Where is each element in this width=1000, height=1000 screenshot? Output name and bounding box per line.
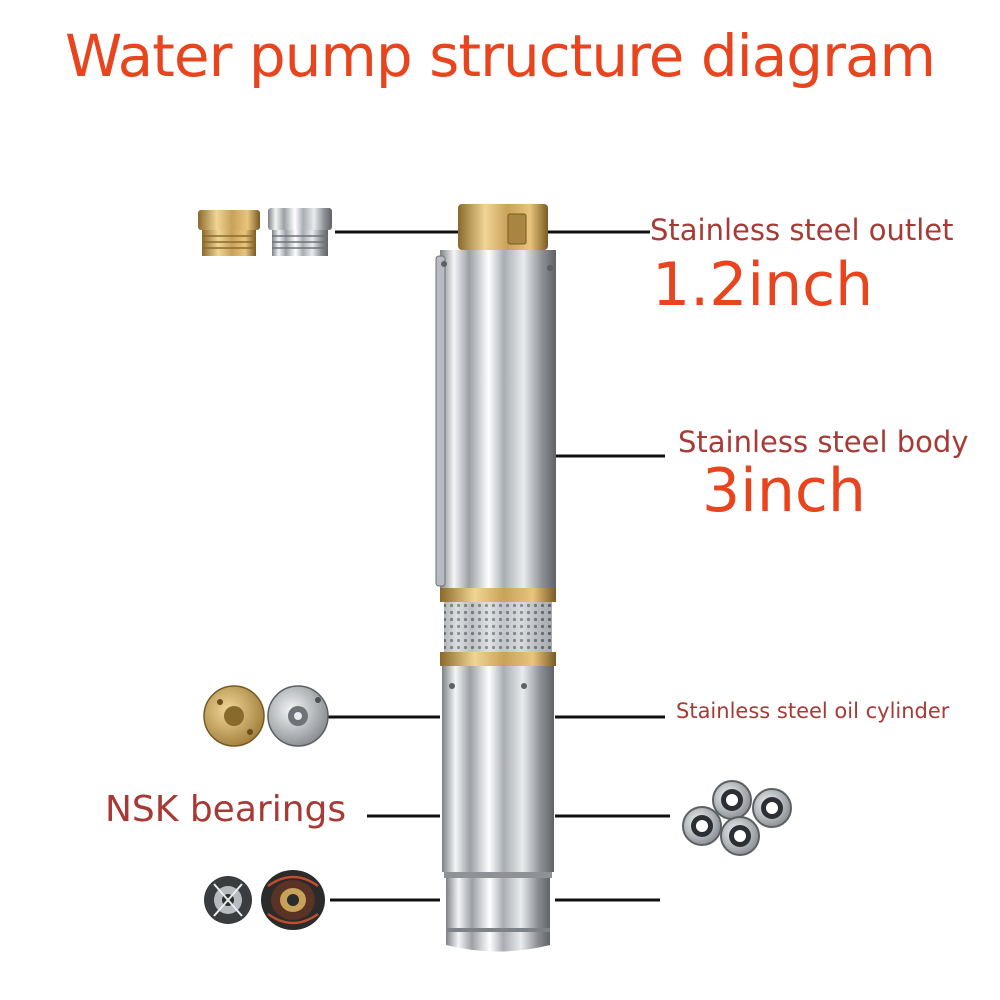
brass-oil-cap-icon [203, 685, 265, 747]
pump-body [435, 204, 556, 952]
outlet-cap-slot [507, 213, 527, 245]
steel-oil-cap-icon [267, 685, 329, 747]
brass-ring-upper [440, 588, 556, 602]
screw-icon [441, 261, 447, 267]
steel-fitting-icon [268, 208, 332, 256]
body-size-label: 3inch [702, 456, 866, 526]
bottom-section [446, 878, 550, 928]
outlet-size-label: 1.2inch [652, 250, 874, 320]
body-label: Stainless steel body [678, 425, 969, 459]
oil-cylinder-label: Stainless steel oil cylinder [676, 699, 950, 723]
leader-lines [328, 230, 670, 902]
brass-fitting-icon [198, 210, 260, 256]
lower-steel-body [442, 666, 554, 872]
outlet-label: Stainless steel outlet [650, 213, 954, 247]
bearings-label: NSK bearings [105, 789, 347, 830]
cable-guard [435, 255, 446, 587]
screw-icon [449, 683, 455, 689]
bottom-cap [446, 932, 550, 952]
screw-icon [521, 683, 527, 689]
ball-bearing-icon [712, 780, 752, 820]
ball-bearing-icon [752, 788, 792, 828]
ball-bearing-icon [720, 816, 760, 856]
brass-outlet-cap [458, 204, 548, 250]
motor-stator-icon [204, 876, 252, 924]
motor-coil-icon [261, 870, 325, 930]
upper-steel-body [440, 250, 556, 590]
brass-ring-lower [440, 652, 556, 666]
ball-bearing-icon [682, 806, 722, 846]
page-title: Water pump structure diagram [64, 22, 936, 90]
screw-icon [547, 265, 553, 271]
